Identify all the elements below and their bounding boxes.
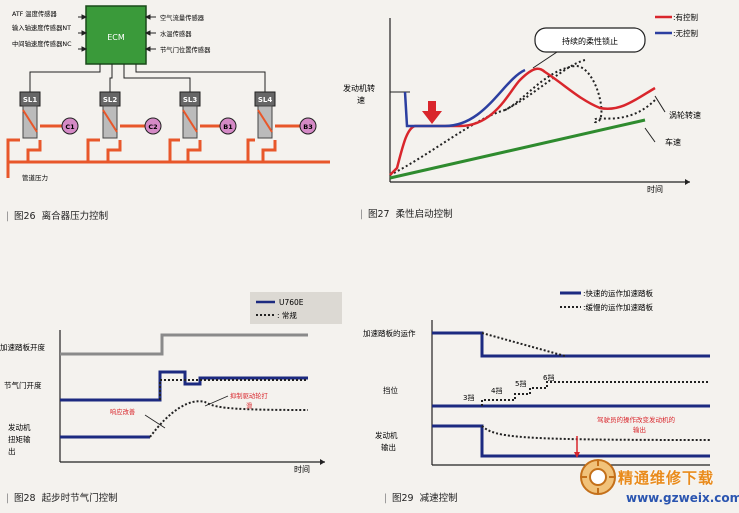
ecm-box bbox=[85, 5, 147, 65]
fig28-legend-box bbox=[250, 292, 342, 324]
sensor-throttle: 节气门位置传感器 bbox=[160, 45, 211, 54]
note-response: 响应改善 bbox=[110, 407, 135, 416]
note-line2: 输出 bbox=[633, 425, 646, 434]
row-accel-label: 加速踏板开度 bbox=[0, 342, 45, 352]
note-line1: 驾驶员的操作改变发动机的 bbox=[597, 415, 676, 424]
pedal-slow-line bbox=[481, 332, 566, 357]
brake-b1-label: B1 bbox=[223, 123, 233, 131]
solenoid-group: SL1 SL2 SL3 SL4 bbox=[19, 91, 276, 139]
solenoid-sl3: SL3 bbox=[183, 96, 198, 104]
callout-text: 持续的柔性锁止 bbox=[562, 36, 618, 46]
throttle-conventional-line bbox=[159, 379, 308, 400]
fig26-diagram: ECM ATF 温度传感器 输入轴速度传感器NT 中间轴速度传感器NC 空气流量… bbox=[6, 5, 330, 182]
note-suppress-line1: 抑制驱动轮打 bbox=[230, 391, 268, 400]
watermark-name: 精通维修下载 bbox=[618, 469, 715, 487]
fig27-chart: :有控制 :无控制 持续的柔性锁止 发动机转 速 涡轮转速 车速 时间 bbox=[343, 12, 701, 194]
pedal-fast-line bbox=[432, 331, 710, 358]
legend-without-control: :无控制 bbox=[673, 28, 698, 38]
vehicle-label: 车速 bbox=[665, 137, 681, 147]
watermark-url: www.gzweix.com bbox=[626, 491, 739, 505]
ecm-label: ECM bbox=[107, 33, 125, 42]
row-throttle-label: 节气门开度 bbox=[4, 380, 42, 390]
legend-u760e: U760E bbox=[279, 298, 304, 307]
row-pedal-label: 加速踏板的运作 bbox=[363, 328, 416, 338]
without-control-engine bbox=[389, 59, 586, 176]
fig28-xlabel: 时间 bbox=[294, 464, 310, 474]
clutch-c1 bbox=[61, 117, 79, 135]
accel-pedal-line bbox=[60, 333, 308, 356]
throttle-u760e-line bbox=[60, 370, 308, 402]
fig28-caption: |图28 起步时节气门控制 bbox=[6, 493, 118, 504]
with-control-engine bbox=[389, 67, 656, 176]
fig27-caption: |图27 柔性启动控制 bbox=[360, 209, 453, 220]
callout-bubble bbox=[534, 27, 646, 53]
brake-b1 bbox=[219, 117, 237, 135]
gear-slow-line bbox=[481, 381, 710, 406]
output-slow-line bbox=[481, 425, 711, 441]
fig29-caption: |图29 减速控制 bbox=[384, 493, 458, 504]
gear-5: 5挡 bbox=[515, 379, 526, 388]
clutch-c1-label: C1 bbox=[65, 123, 75, 131]
sensor-coolant: 水温传感器 bbox=[160, 29, 192, 38]
fig27-ylabel-line2: 速 bbox=[357, 96, 365, 105]
fig27-ylabel-line1: 发动机转 bbox=[343, 83, 375, 93]
note-suppress-line2: 滑 bbox=[246, 401, 252, 410]
row-output-label1: 发动机 bbox=[375, 430, 398, 440]
dotted-turbine bbox=[504, 64, 656, 123]
row-torque-label1: 发动机 bbox=[8, 422, 31, 432]
torque-conventional-line bbox=[149, 400, 309, 438]
fig27-xlabel: 时间 bbox=[647, 184, 663, 194]
sensor-nt: 输入轴速度传感器NT bbox=[12, 23, 71, 32]
clutch-c2-label: C2 bbox=[148, 123, 157, 131]
row-gear-label: 挡位 bbox=[383, 385, 398, 395]
sensor-airflow: 空气流量传感器 bbox=[160, 13, 205, 22]
legend-fast: :快速的运作加速踏板 bbox=[583, 288, 654, 298]
solenoid-sl4: SL4 bbox=[258, 96, 273, 104]
fig28-chart: U760E : 常规 加速踏板开度 节气门开度 发动机 扭矩输 出 响应改善 抑… bbox=[0, 292, 342, 474]
line-pressure-label: 管道压力 bbox=[22, 173, 48, 182]
gear-3: 3挡 bbox=[463, 393, 474, 402]
note-arrow-icon bbox=[574, 452, 580, 458]
vehicle-speed-line bbox=[389, 118, 646, 180]
legend-with-control: :有控制 bbox=[673, 12, 698, 22]
gear-4: 4挡 bbox=[491, 386, 502, 395]
row-output-label2: 输出 bbox=[381, 442, 396, 452]
solenoid-sl2: SL2 bbox=[103, 96, 118, 104]
watermark: 精通维修下载 www.gzweix.com bbox=[578, 457, 739, 513]
brake-b3-label: B3 bbox=[303, 123, 312, 131]
watermark-logo-icon bbox=[580, 459, 616, 495]
sensor-atf: ATF 温度传感器 bbox=[12, 9, 57, 18]
output-fast-line bbox=[432, 424, 710, 458]
brake-b3 bbox=[299, 117, 317, 135]
legend-slow: :缓慢的运作加速踏板 bbox=[583, 302, 654, 312]
turbine-label: 涡轮转速 bbox=[669, 110, 701, 120]
gear-6: 6挡 bbox=[543, 373, 554, 382]
down-arrow-icon bbox=[422, 101, 442, 124]
row-torque-label2: 扭矩输 bbox=[8, 434, 31, 444]
solenoid-sl1: SL1 bbox=[23, 96, 38, 104]
fig26-caption: |图26 离合器压力控制 bbox=[6, 211, 109, 222]
fig29-chart: :快速的运作加速踏板 :缓慢的运作加速踏板 加速踏板的运作 挡位 发动机 输出 … bbox=[363, 288, 711, 466]
without-control-engine-blue bbox=[403, 68, 526, 128]
sensor-nc: 中间轴速度传感器NC bbox=[12, 39, 72, 48]
legend-conventional: : 常规 bbox=[277, 310, 297, 320]
row-torque-label3: 出 bbox=[8, 446, 16, 456]
clutch-c2 bbox=[144, 117, 162, 135]
